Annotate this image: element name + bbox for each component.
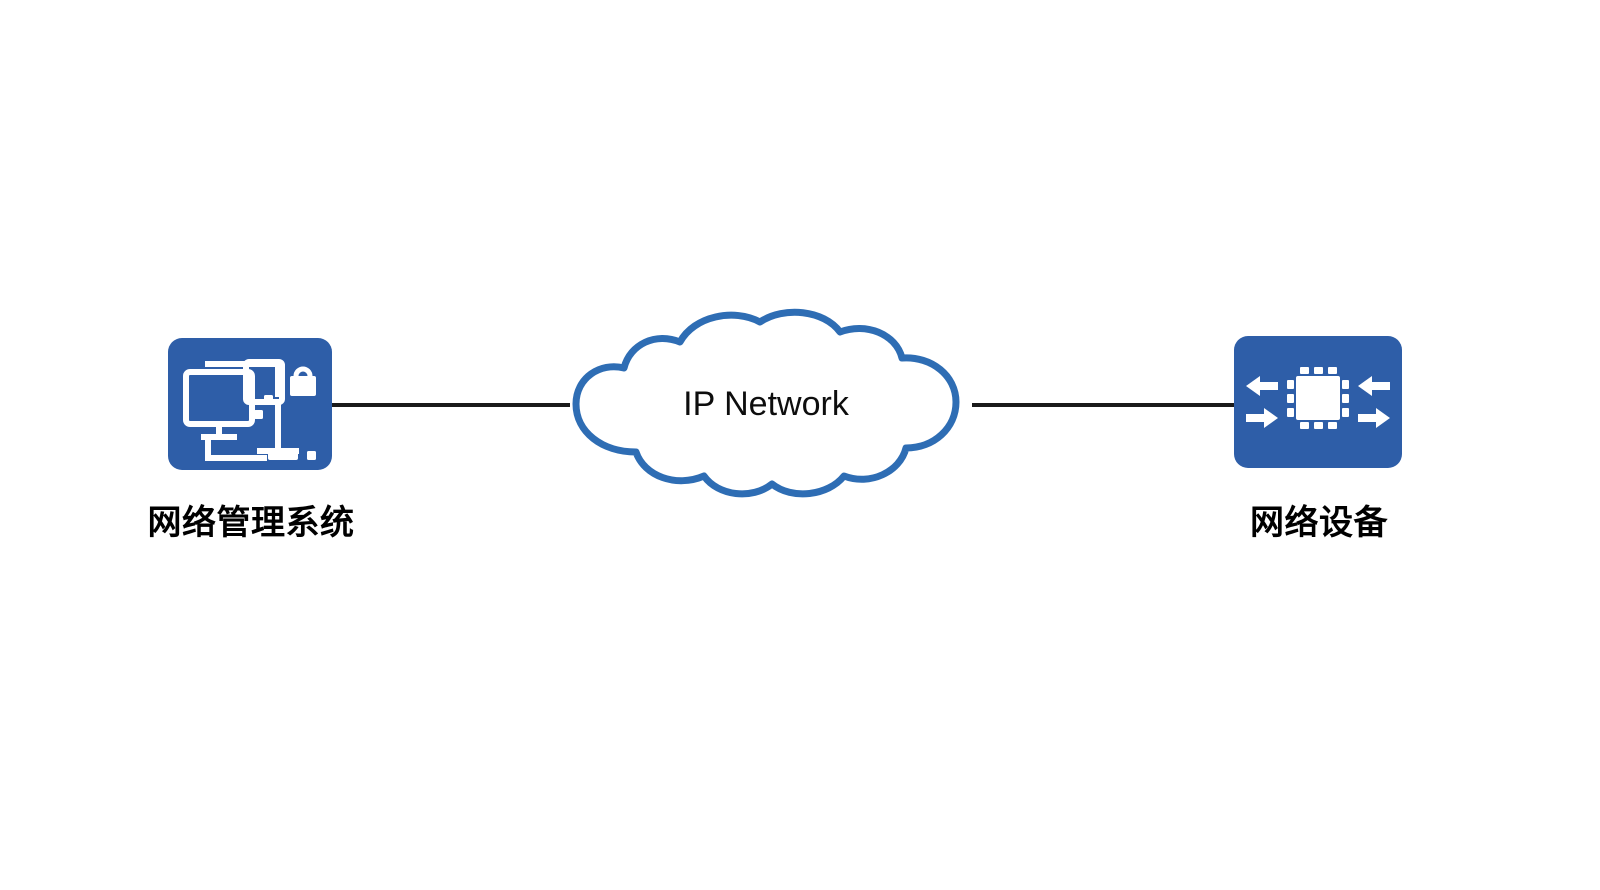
arrow-left-upper-icon bbox=[1246, 376, 1278, 396]
chip-pins-bottom bbox=[1300, 422, 1337, 429]
arrow-right-lower-left-icon bbox=[1246, 408, 1278, 428]
connector-cloud-to-device bbox=[972, 403, 1234, 407]
cloud-label-ip-network: IP Network bbox=[683, 385, 849, 423]
chip-pins-top bbox=[1300, 367, 1337, 374]
network-management-system-icon bbox=[183, 359, 316, 461]
chip-pins-right bbox=[1342, 380, 1349, 417]
lock-glyph bbox=[290, 366, 316, 396]
chip-pins-left bbox=[1287, 380, 1294, 417]
cloud-shape bbox=[572, 308, 960, 498]
arrow-left-upper-right-icon bbox=[1358, 376, 1390, 396]
connector-nms-to-cloud bbox=[332, 403, 570, 407]
arrow-right-lower-icon bbox=[1358, 408, 1390, 428]
node-label-network-device: 网络设备 bbox=[1250, 503, 1388, 543]
cloud-ip-network[interactable]: IP Network bbox=[548, 300, 984, 506]
node-label-network-management-system: 网络管理系统 bbox=[147, 503, 355, 543]
network-device-icon bbox=[1246, 367, 1390, 429]
